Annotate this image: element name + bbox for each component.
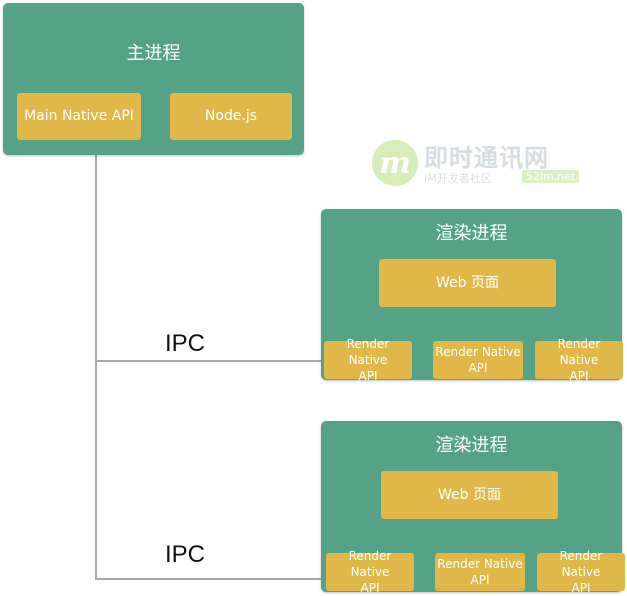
render-process-title: 渲染进程 <box>435 435 508 456</box>
render-native-api: Render Native API <box>326 549 414 595</box>
render-native-api: Render Native API <box>535 337 623 383</box>
watermark-name: 即时通讯网 <box>424 144 549 172</box>
render-native-api: Render Native API <box>435 553 525 591</box>
watermark-subtitle: IM开发者社区 <box>424 172 492 185</box>
web-page: Web 页面 <box>379 259 556 307</box>
watermark-domain: 52im.net <box>522 170 580 183</box>
watermark: m 即时通讯网 IM开发者社区 52im.net <box>372 138 592 198</box>
main-process: 主进程 Main Native API Node.js <box>3 3 304 155</box>
watermark-logo-icon: m <box>372 140 418 186</box>
ipc-label-2: IPC <box>165 541 206 568</box>
render-process-title: 渲染进程 <box>435 223 508 244</box>
main-process-title: 主进程 <box>126 43 181 64</box>
connector-ipc-2 <box>95 578 323 580</box>
web-page: Web 页面 <box>381 471 558 519</box>
ipc-label-1: IPC <box>165 330 206 357</box>
main-native-api: Main Native API <box>17 93 141 140</box>
connector-ipc-1 <box>95 360 323 362</box>
render-process-2: 渲染进程 Web 页面 Render Native API Render Nat… <box>321 421 625 595</box>
connector-vertical <box>95 154 97 580</box>
render-native-api: Render Native API <box>537 549 625 595</box>
render-process-1: 渲染进程 Web 页面 Render Native API Render Nat… <box>321 209 623 383</box>
render-native-api: Render Native API <box>324 337 412 383</box>
render-native-api: Render Native API <box>433 341 523 379</box>
nodejs-module: Node.js <box>170 93 292 140</box>
